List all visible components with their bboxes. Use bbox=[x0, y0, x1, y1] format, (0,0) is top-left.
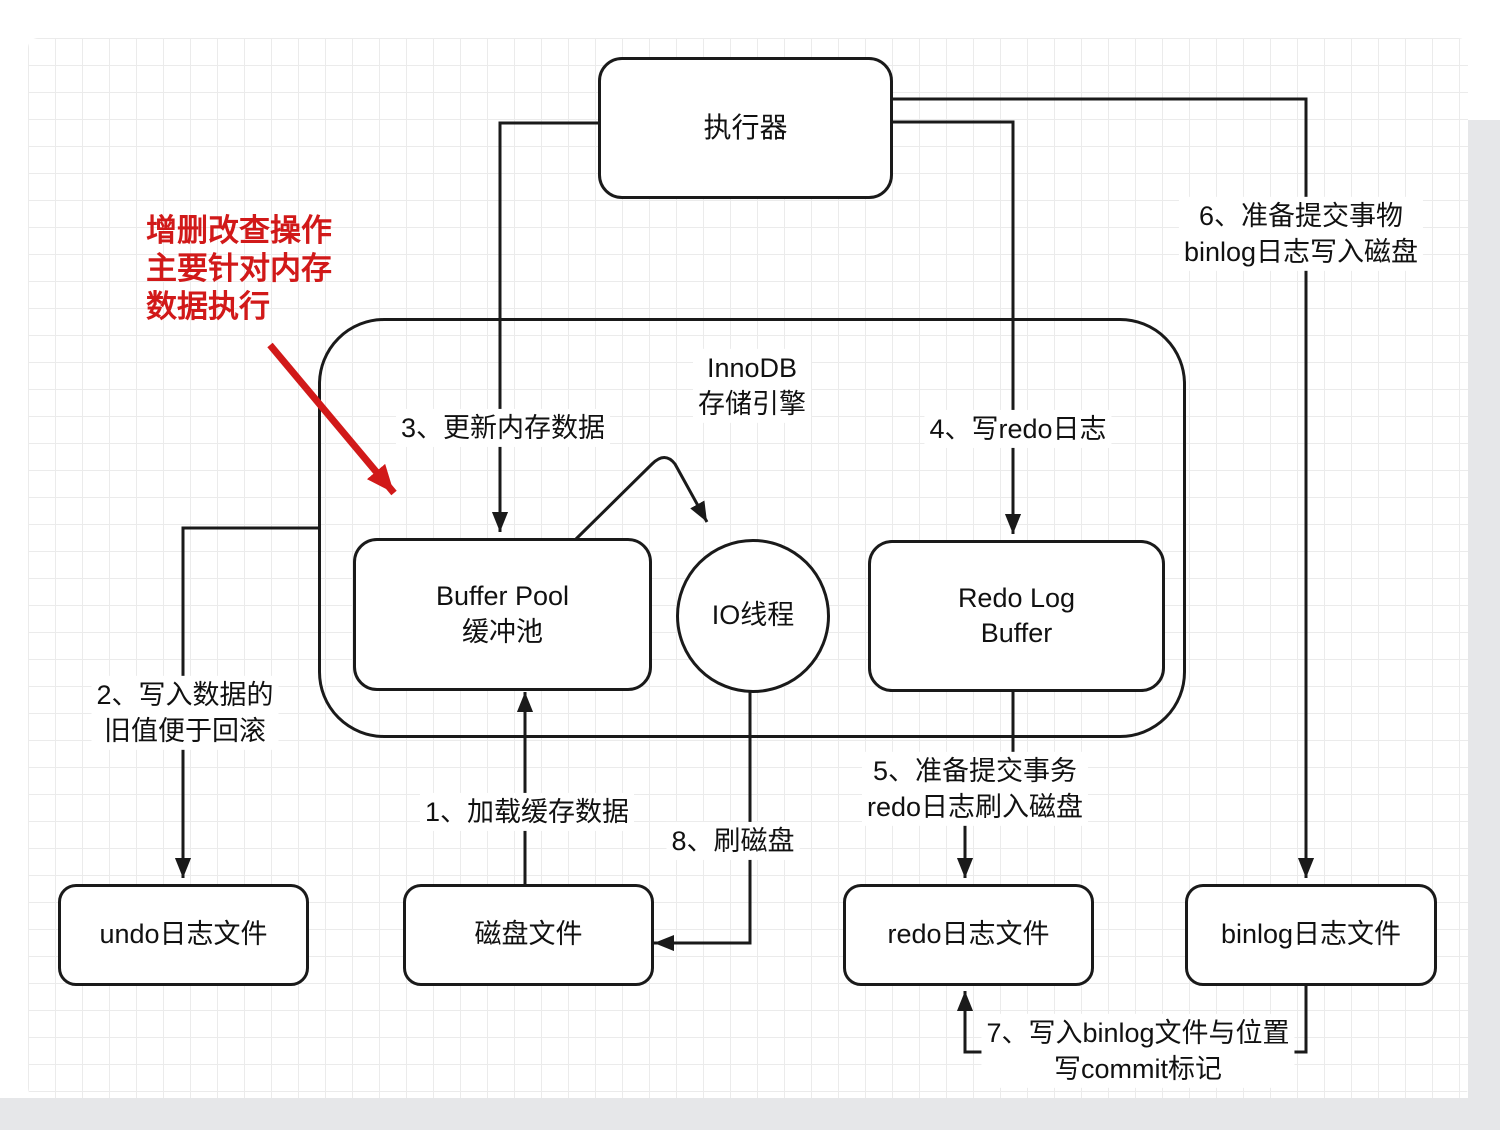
step8-label: 8、刷磁盘 bbox=[666, 821, 800, 861]
redo-log-buffer-label-1: Redo Log bbox=[957, 582, 1076, 613]
binlog-log-file-node: binlog日志文件 bbox=[1185, 884, 1437, 986]
arrow-executor-to-redo-log-buffer bbox=[889, 120, 1022, 535]
innodb-title-line2: 存储引擎 bbox=[698, 389, 806, 419]
crud-note-line2: 主要针对内存 bbox=[146, 250, 332, 286]
step6-label: 6、准备提交事物 binlog日志写入磁盘 bbox=[1178, 196, 1424, 272]
redo-log-buffer-label-2: Buffer bbox=[980, 618, 1053, 648]
crud-note-line3: 数据执行 bbox=[146, 288, 270, 324]
redo-log-file-label: redo日志文件 bbox=[887, 919, 1050, 950]
crud-note: 增删改查操作 主要针对内存 数据执行 bbox=[146, 212, 332, 325]
executor-node: 执行器 bbox=[598, 57, 893, 199]
red-note-arrow bbox=[267, 342, 397, 496]
right-margin bbox=[1468, 120, 1500, 1130]
crud-note-line1: 增删改查操作 bbox=[146, 213, 332, 248]
redo-log-file-node: redo日志文件 bbox=[843, 884, 1094, 986]
step1-label: 1、加载缓存数据 bbox=[419, 792, 635, 832]
buffer-pool-label-en: Buffer Pool bbox=[435, 581, 570, 612]
buffer-pool-label-cn: 缓冲池 bbox=[462, 616, 543, 647]
arrow-buffer-pool-to-io-thread bbox=[574, 456, 709, 541]
undo-log-file-label: undo日志文件 bbox=[99, 919, 268, 950]
arrow-executor-to-binlog-file bbox=[889, 97, 1315, 879]
step5-label: 5、准备提交事务 redo日志刷入磁盘 bbox=[861, 751, 1089, 827]
executor-label: 执行器 bbox=[703, 111, 788, 143]
bottom-margin bbox=[0, 1098, 1500, 1130]
step7-label: 7、写入binlog文件与位置 写commit标记 bbox=[981, 1013, 1295, 1089]
step4-label: 4、写redo日志 bbox=[924, 409, 1112, 449]
binlog-log-file-label: binlog日志文件 bbox=[1220, 919, 1402, 950]
innodb-title-line1: InnoDB bbox=[706, 352, 798, 383]
undo-log-file-node: undo日志文件 bbox=[58, 884, 309, 986]
io-thread-node: IO线程 bbox=[676, 539, 830, 693]
arrow-io-thread-to-disk-file bbox=[653, 688, 752, 952]
disk-file-node: 磁盘文件 bbox=[403, 884, 654, 986]
buffer-pool-node: Buffer Pool 缓冲池 bbox=[353, 538, 652, 691]
redo-log-buffer-node: Redo Log Buffer bbox=[868, 540, 1165, 692]
io-thread-label: IO线程 bbox=[711, 600, 795, 631]
step2-label: 2、写入数据的 旧值便于回滚 bbox=[91, 675, 279, 751]
arrow-innodb-to-undo-file bbox=[174, 526, 320, 879]
innodb-title: InnoDB 存储引擎 bbox=[693, 348, 811, 424]
step3-label: 3、更新内存数据 bbox=[395, 408, 611, 448]
disk-file-label: 磁盘文件 bbox=[474, 919, 583, 950]
arrow-executor-to-buffer-pool bbox=[491, 121, 598, 533]
